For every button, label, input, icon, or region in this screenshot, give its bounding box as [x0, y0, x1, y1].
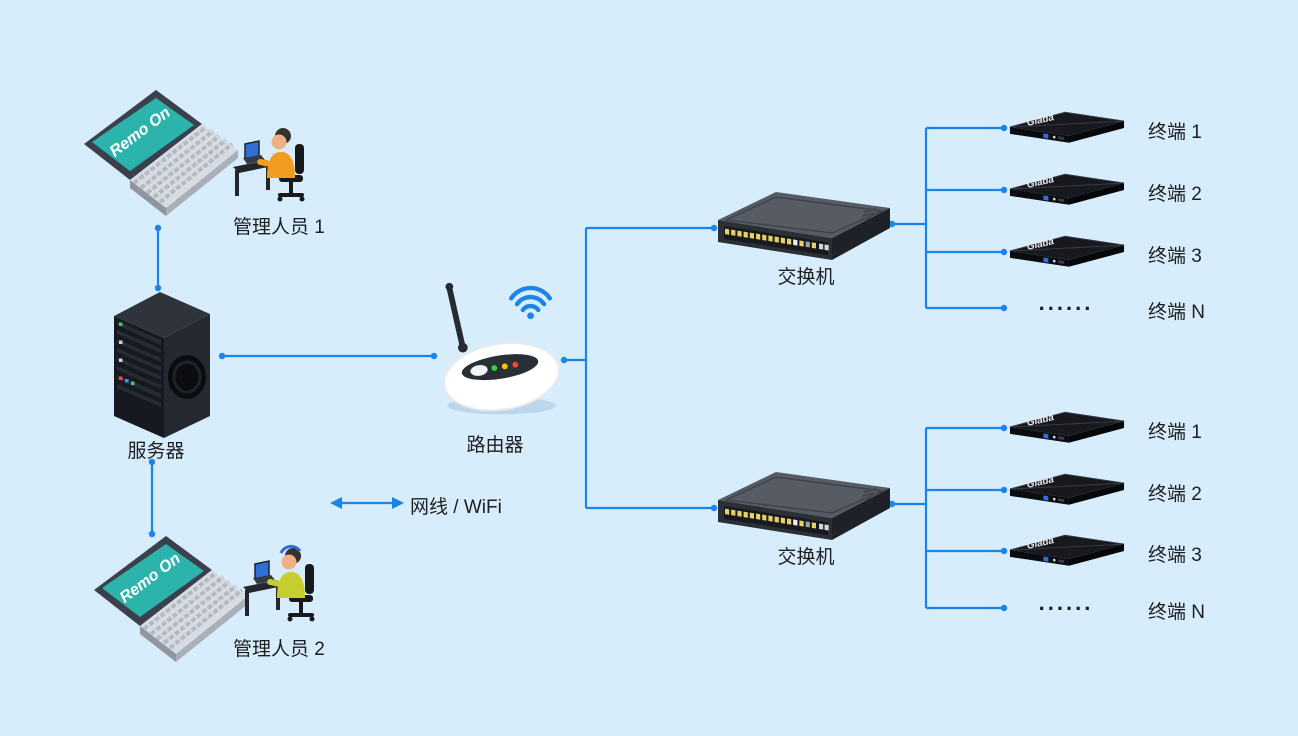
terminal-2-n-label: 终端 N: [1148, 602, 1206, 623]
terminal-2-3: Giada: [1008, 531, 1126, 571]
terminal-2-ellipsis: ......: [1038, 590, 1094, 615]
terminal-2-2-label: 终端 2: [1148, 484, 1202, 505]
legend-arrowhead-left: [330, 497, 342, 509]
switch1-label: 交换机: [777, 267, 835, 288]
wire-endpoints: [148, 124, 1008, 612]
admin2-avatar: [243, 540, 335, 632]
switch2-label: 交换机: [777, 547, 835, 568]
admin1-label: 管理人员 1: [233, 217, 325, 238]
terminal-2-2: Giada: [1008, 470, 1126, 510]
terminal-1-n-label: 终端 N: [1148, 302, 1206, 323]
wire-strokes: [150, 126, 1004, 610]
admin1-laptop: Remo On: [80, 84, 240, 234]
legend-arrowhead-right: [392, 497, 404, 509]
terminal-2-1: Giada: [1008, 408, 1126, 448]
admin1-avatar: [233, 120, 325, 212]
router: [430, 280, 575, 425]
server-label: 服务器: [127, 441, 185, 462]
terminal-1-3-label: 终端 3: [1148, 246, 1202, 267]
admin2-laptop: Remo On: [90, 530, 250, 680]
terminal-1-1-label: 终端 1: [1148, 122, 1202, 143]
terminal-2-3-label: 终端 3: [1148, 545, 1202, 566]
terminal-1-ellipsis: ......: [1038, 290, 1094, 315]
headphones-icon: [279, 544, 302, 554]
admin2-label: 管理人员 2: [233, 639, 325, 660]
terminal-1-2-label: 终端 2: [1148, 184, 1202, 205]
server-tower: [106, 284, 218, 442]
terminal-1-2: Giada: [1008, 170, 1126, 210]
terminal-1-1: Giada: [1008, 108, 1126, 148]
terminal-2-1-label: 终端 1: [1148, 422, 1202, 443]
legend-label: 网线 / WiFi: [410, 497, 502, 518]
router-label: 路由器: [466, 435, 524, 456]
terminal-1-3: Giada: [1008, 232, 1126, 272]
